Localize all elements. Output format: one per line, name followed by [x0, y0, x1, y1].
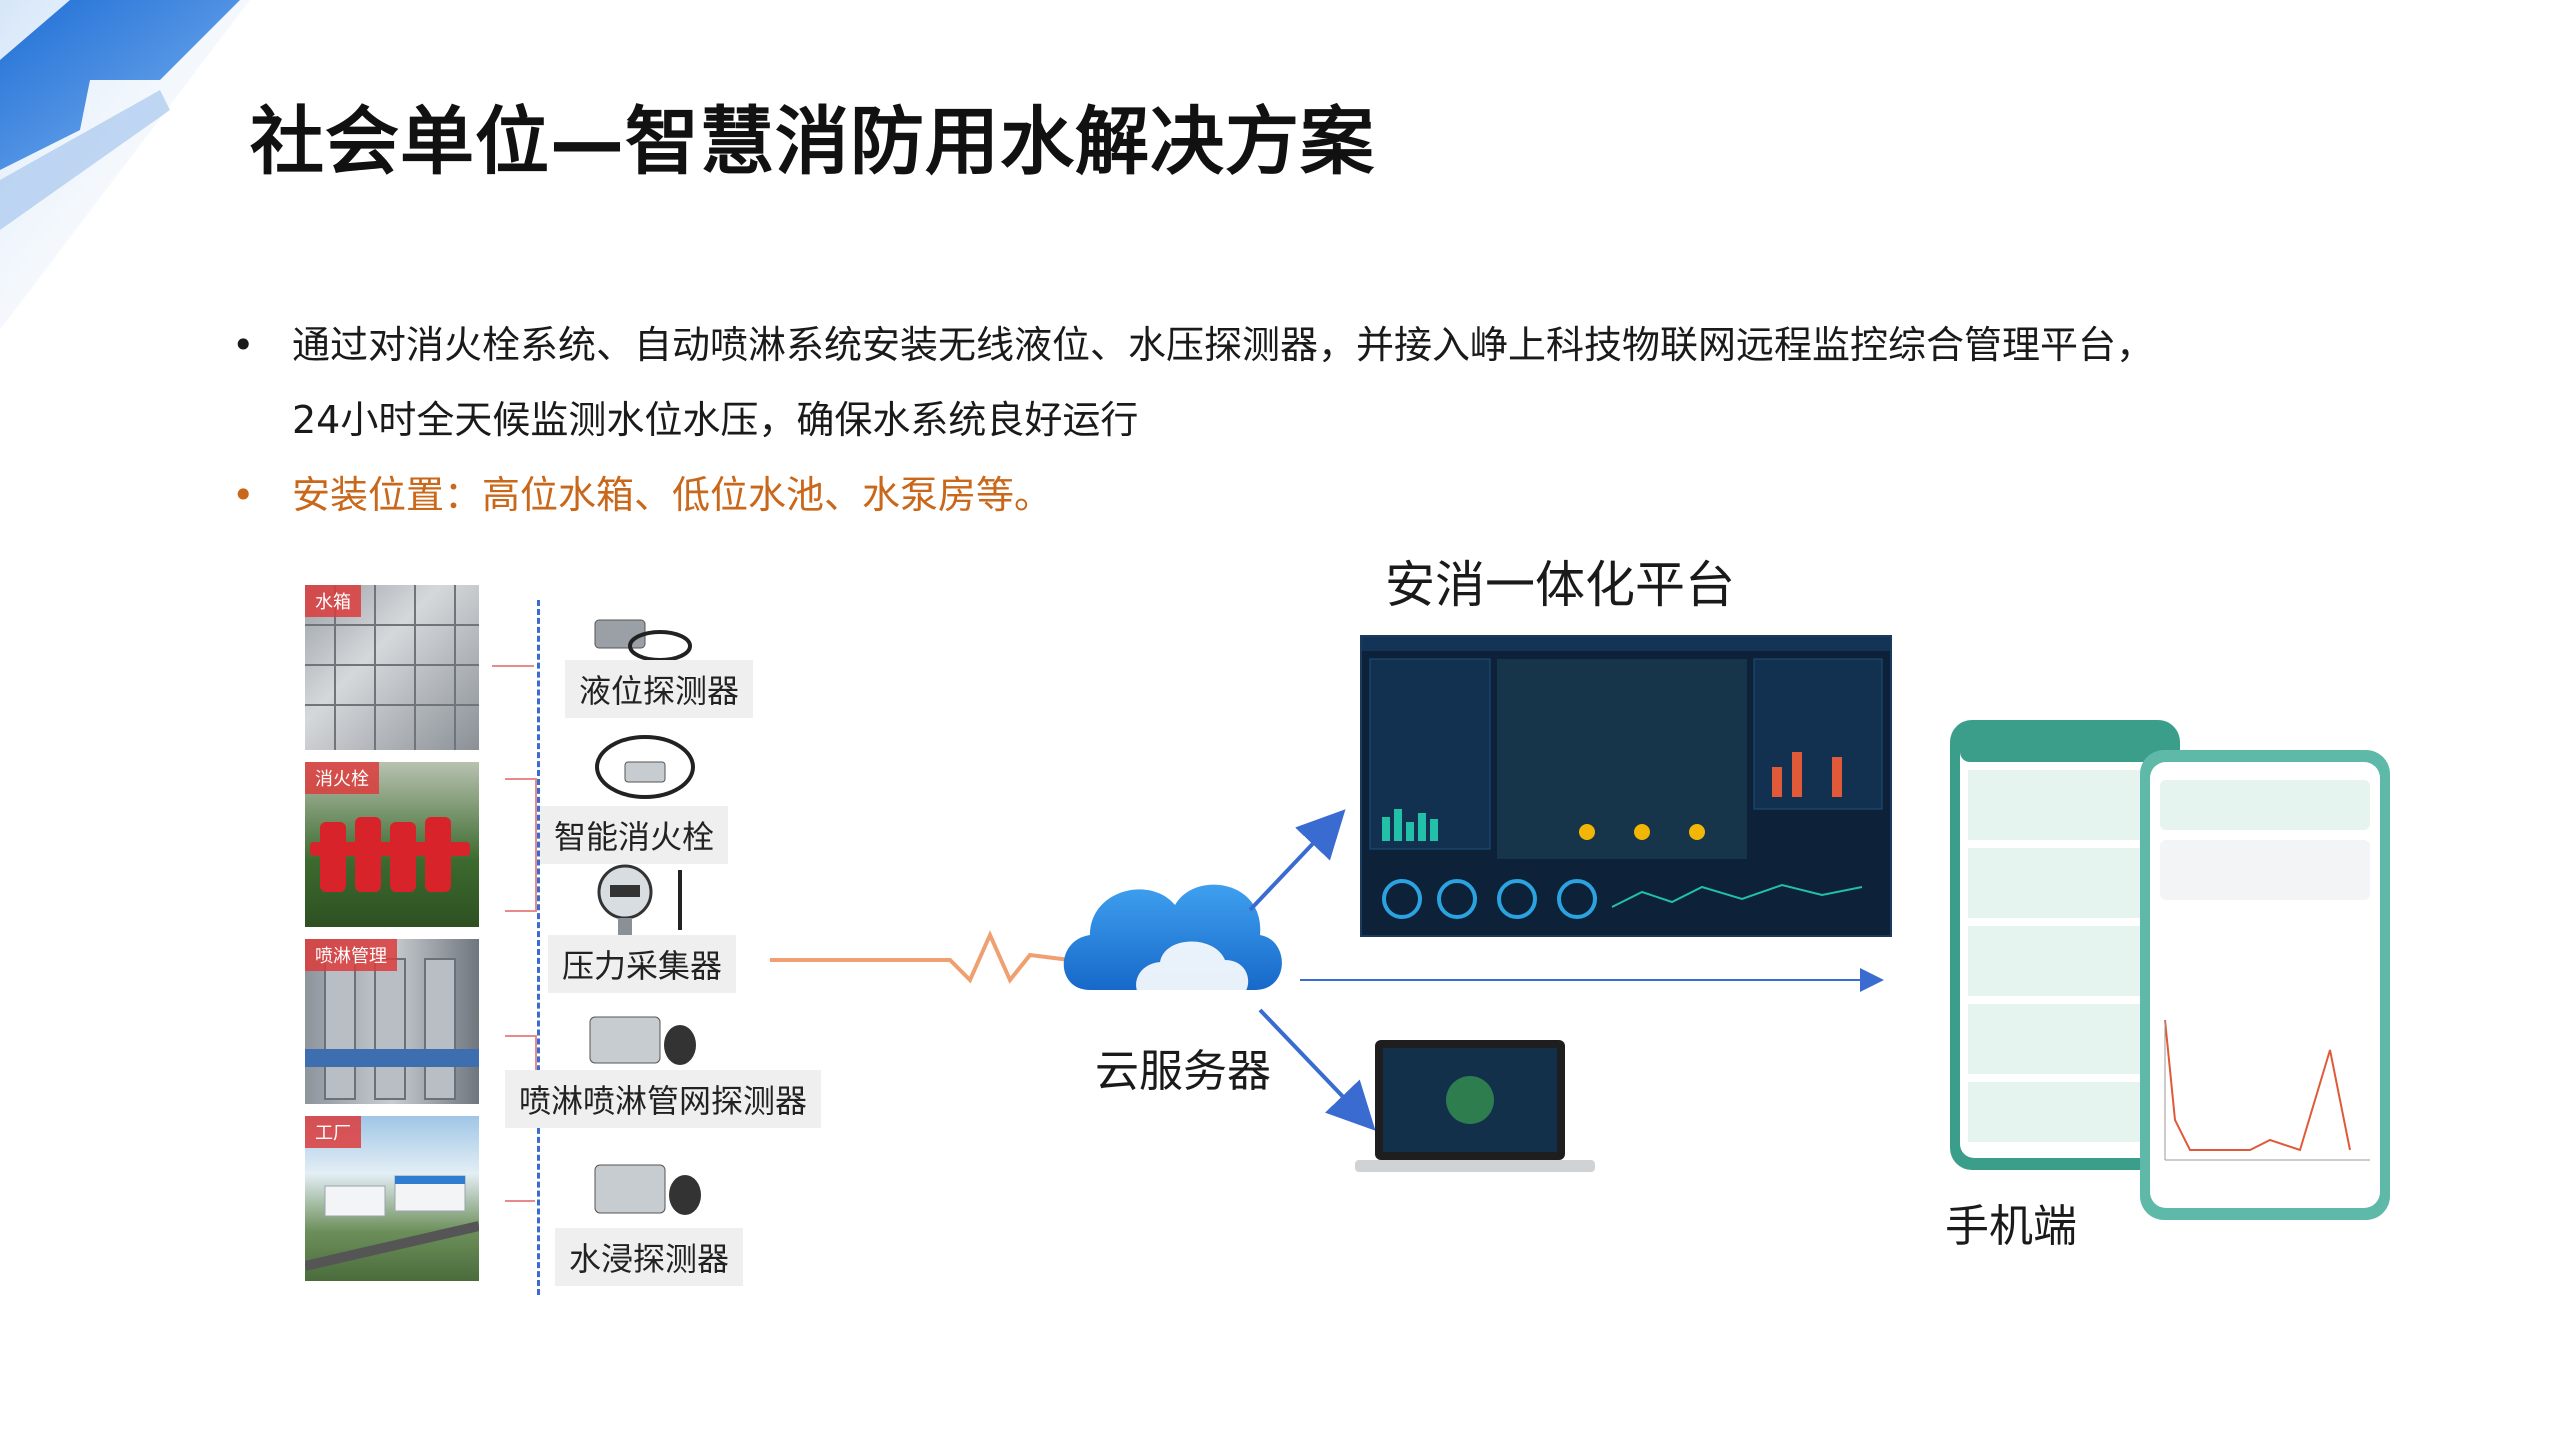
- hydrant-illustration: [310, 817, 470, 892]
- signal-line: [770, 930, 1070, 984]
- cloud-icon: [1063, 884, 1282, 1000]
- scene-tag: 工厂: [305, 1116, 361, 1148]
- bullet-2: • 安装位置：高位水箱、低位水池、水泵房等。: [232, 458, 1053, 533]
- connector: [505, 1200, 535, 1202]
- photo-hydrant: 消火栓: [305, 762, 479, 927]
- mobile-label: 手机端: [1945, 1201, 2077, 1252]
- smart-hydrant-icon: [595, 735, 695, 799]
- pressure-collector-icon: [597, 864, 682, 938]
- photo-factory: 工厂: [305, 1116, 479, 1281]
- connector: [492, 665, 534, 667]
- sprinkler-illustration: [305, 958, 479, 1100]
- connector-bracket: [505, 778, 537, 912]
- photo-water-tank: 水箱: [305, 585, 479, 750]
- device-label-hydrant: 智能消火栓: [540, 806, 729, 864]
- device-label-level: 液位探测器: [565, 660, 754, 718]
- platform-dashboard-screenshot: [1360, 635, 1892, 937]
- laptop-icon: [1355, 1040, 1595, 1172]
- bullet-1-text: 通过对消火栓系统、自动喷淋系统安装无线液位、水压探测器，并接入峥上科技物联网远程…: [292, 323, 2155, 367]
- bullet-dot: •: [232, 473, 255, 517]
- cloud-server-label: 云服务器: [1095, 1046, 1271, 1097]
- photo-sprinkler: 喷淋管理: [305, 939, 479, 1104]
- device-label-flood: 水浸探测器: [555, 1228, 744, 1286]
- device-label-pressure: 压力采集器: [548, 935, 737, 993]
- page-title: 社会单位—智慧消防用水解决方案: [250, 99, 1375, 185]
- corner-decoration: [0, 0, 250, 330]
- factory-illustration: [305, 1175, 479, 1271]
- scene-tag: 喷淋管理: [305, 939, 397, 971]
- scene-tag: 消火栓: [305, 762, 379, 794]
- dashboard-illustration: [1362, 637, 1890, 919]
- bullet-1-continued: 24小时全天候监测水位水压，确保水系统良好运行: [292, 398, 1139, 442]
- water-tank-illustration: [305, 585, 479, 750]
- bullet-dot: •: [232, 323, 255, 367]
- scene-tag: 水箱: [305, 585, 361, 617]
- flood-detector-icon: [594, 1164, 701, 1215]
- sprinkler-detector-icon: [589, 1016, 696, 1065]
- device-label-sprinkler: 喷淋喷淋管网探测器: [505, 1070, 822, 1128]
- device-bus-line: [537, 600, 540, 1295]
- bullet-2-text: 安装位置：高位水箱、低位水池、水泵房等。: [292, 473, 1053, 517]
- level-detector-icon: [594, 619, 692, 662]
- platform-title: 安消一体化平台: [1385, 556, 1735, 614]
- mobile-app-screenshots: [1950, 720, 2390, 1220]
- bullet-1: • 通过对消火栓系统、自动喷淋系统安装无线液位、水压探测器，并接入峥上科技物联网…: [232, 308, 2155, 383]
- flow-arrows: [1248, 809, 1884, 1131]
